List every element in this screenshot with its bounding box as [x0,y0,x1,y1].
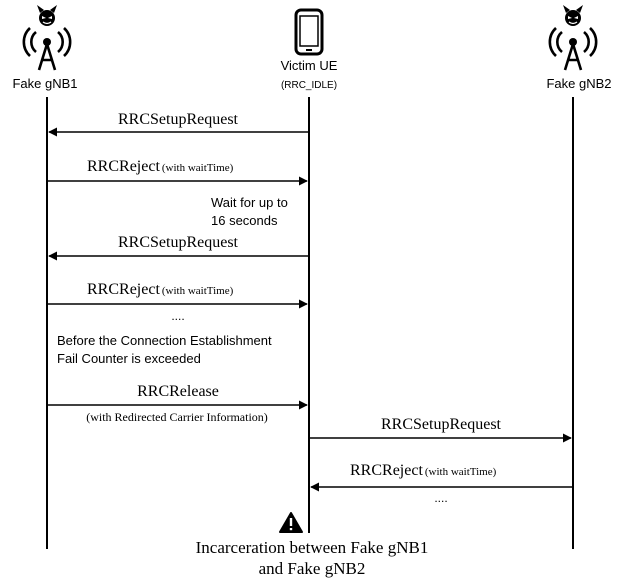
wait-note-line1: Wait for up to [211,195,288,210]
warning-icon [279,512,303,533]
fake-gnb1-label: Fake gNB1 [12,76,77,91]
fake-gnb1-icon [22,5,72,71]
counter-note-line2: Fail Counter is exceeded [57,351,201,366]
conclusion-line2: and Fake gNB2 [259,559,366,578]
ellipsis-2: .... [434,491,447,505]
message-label-rrcreject-1: RRCReject(with waitTime) [87,158,234,175]
message-label-rrcsetuprequest-2: RRCSetupRequest [118,234,239,251]
wait-note-line2: 16 seconds [211,213,278,228]
victim-ue-label: Victim UE [281,58,338,73]
ellipsis-1: .... [171,309,184,323]
conclusion-line1: Incarceration between Fake gNB1 [196,538,429,557]
smartphone-icon [294,8,324,56]
message-label-rrcsetuprequest-1: RRCSetupRequest [118,111,239,128]
counter-note-line1: Before the Connection Establishment [57,333,272,348]
message-label-rrcreject-2: RRCReject(with waitTime) [87,281,234,298]
message-label-rrcreject-3: RRCReject(with waitTime) [350,462,497,479]
fake-gnb2-label: Fake gNB2 [546,76,611,91]
fake-gnb2-icon [548,5,598,71]
message-label-rrcrelease: RRCRelease [137,383,219,400]
victim-ue-state: (RRC_IDLE) [281,80,337,91]
message-note-redirected-carrier: (with Redirected Carrier Information) [86,410,268,424]
message-label-rrcsetuprequest-3: RRCSetupRequest [381,416,502,433]
